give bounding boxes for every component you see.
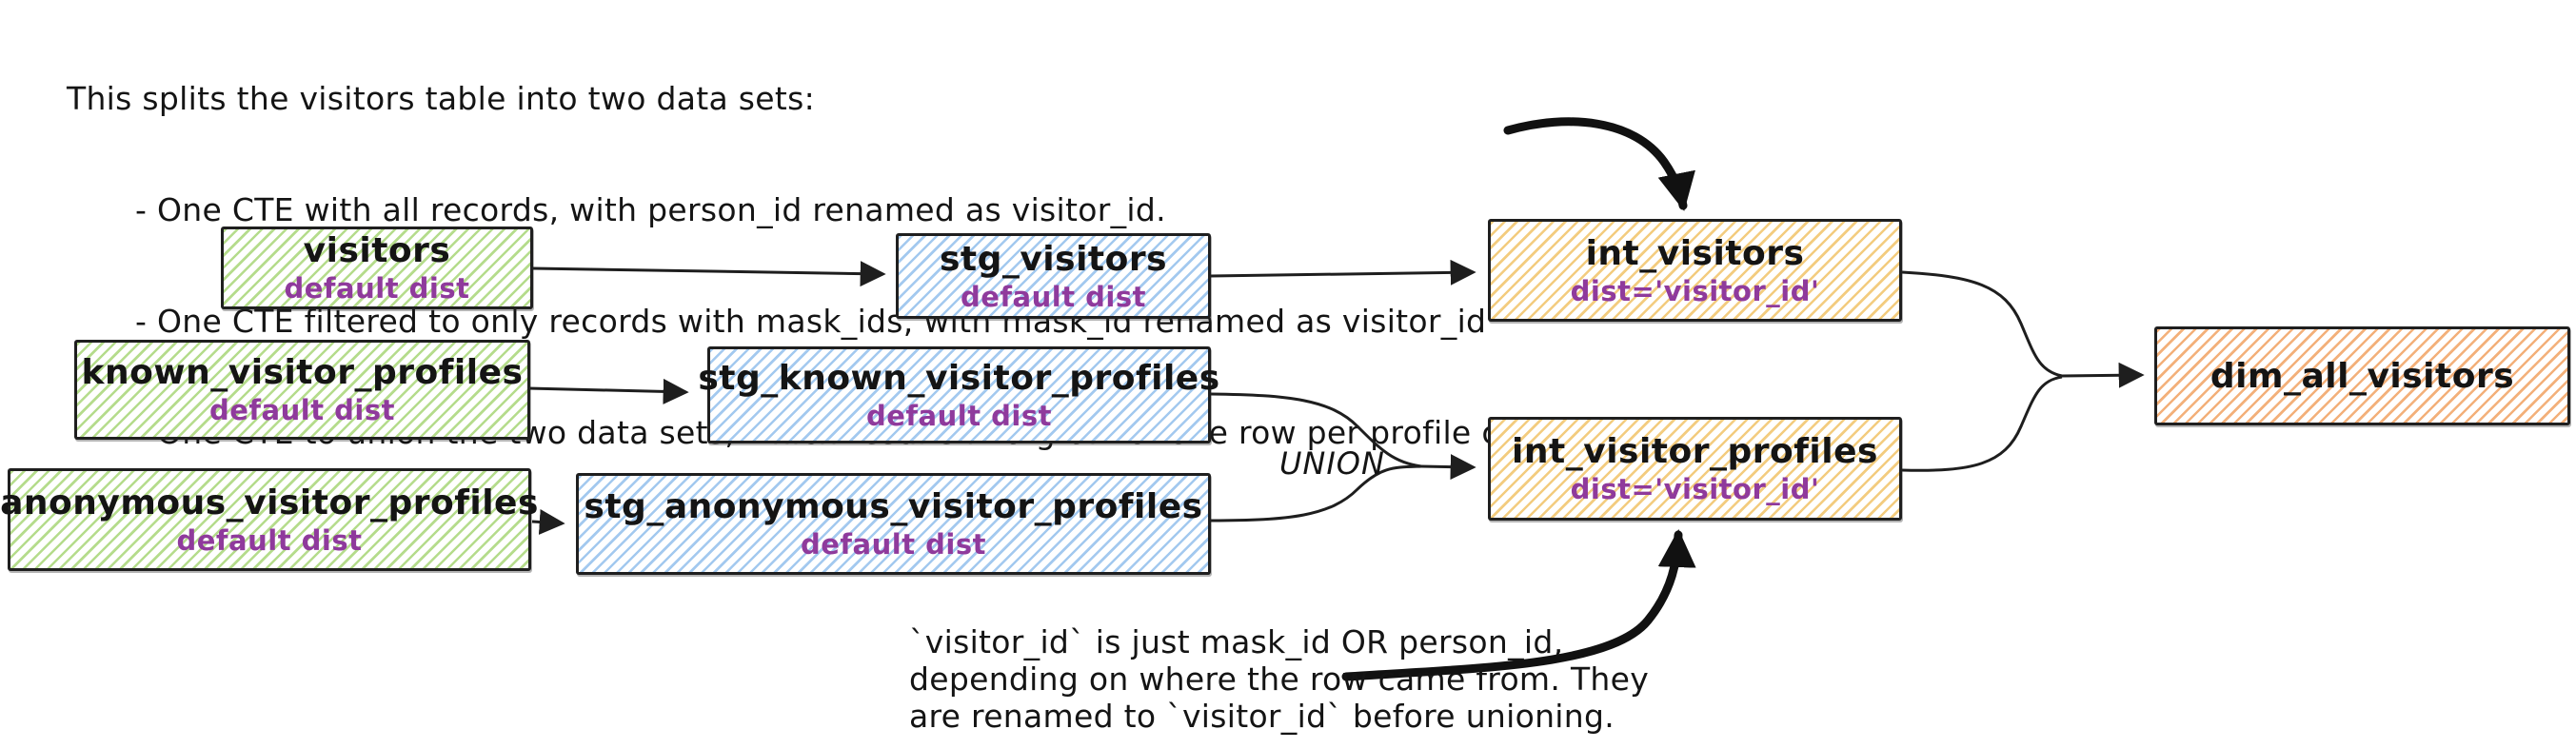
bottom-annotation-line-1: `visitor_id` is just mask_id OR person_i… bbox=[909, 623, 1564, 660]
node-stg-anonymous-visitor-profiles[interactable]: stg_anonymous_visitor_profiles default d… bbox=[576, 473, 1211, 575]
node-title: stg_visitors bbox=[939, 239, 1168, 279]
node-dist-label: default dist bbox=[284, 272, 470, 305]
top-annotation-bullet-2: - One CTE filtered to only records with … bbox=[135, 303, 1487, 340]
node-dist-label: default dist bbox=[801, 528, 986, 561]
node-title: stg_known_visitor_profiles bbox=[698, 358, 1220, 398]
curve-int-visitor-profiles-to-merge bbox=[1901, 375, 2063, 472]
bottom-annotation-line-2: depending on where the row came from. Th… bbox=[909, 660, 1650, 698]
node-title: visitors bbox=[303, 231, 451, 270]
node-dist-label: dist='visitor_id' bbox=[1570, 274, 1820, 307]
node-title: anonymous_visitor_profiles bbox=[0, 483, 539, 522]
node-dist-label: default dist bbox=[961, 280, 1146, 313]
node-stg-visitors[interactable]: stg_visitors default dist bbox=[896, 233, 1211, 319]
node-dist-label: default dist bbox=[209, 394, 395, 426]
node-int-visitors[interactable]: int_visitors dist='visitor_id' bbox=[1488, 219, 1902, 322]
node-stg-known-visitor-profiles[interactable]: stg_known_visitor_profiles default dist bbox=[698, 346, 1219, 443]
curve-int-visitors-to-merge bbox=[1901, 270, 2063, 378]
union-label: UNION bbox=[1279, 445, 1385, 482]
bottom-annotation: `visitor_id` is just mask_id OR person_i… bbox=[909, 623, 1650, 735]
node-dist-label: default dist bbox=[176, 523, 363, 557]
node-int-visitor-profiles[interactable]: int_visitor_profiles dist='visitor_id' bbox=[1488, 417, 1902, 521]
top-annotation-intro: This splits the visitors table into two … bbox=[67, 80, 816, 117]
top-annotation-bullet-1: - One CTE with all records, with person_… bbox=[135, 191, 1166, 228]
node-anonymous-visitor-profiles[interactable]: anonymous_visitor_profiles default dist bbox=[0, 468, 538, 571]
node-dim-all-visitors[interactable]: dim_all_visitors bbox=[2154, 326, 2570, 425]
bottom-annotation-line-3: are renamed to `visitor_id` before union… bbox=[909, 698, 1615, 735]
node-known-visitor-profiles[interactable]: known_visitor_profiles default dist bbox=[74, 340, 530, 440]
node-visitors[interactable]: visitors default dist bbox=[221, 227, 533, 309]
node-dist-label: dist='visitor_id' bbox=[1570, 473, 1820, 505]
node-dist-label: default dist bbox=[866, 399, 1052, 432]
node-title: dim_all_visitors bbox=[2209, 356, 2515, 396]
node-title: known_visitor_profiles bbox=[81, 353, 524, 392]
node-title: int_visitor_profiles bbox=[1512, 432, 1878, 471]
arrow-merge-to-dim-all-visitors bbox=[2061, 362, 2145, 388]
node-title: int_visitors bbox=[1585, 233, 1805, 273]
node-title: stg_anonymous_visitor_profiles bbox=[584, 487, 1203, 526]
